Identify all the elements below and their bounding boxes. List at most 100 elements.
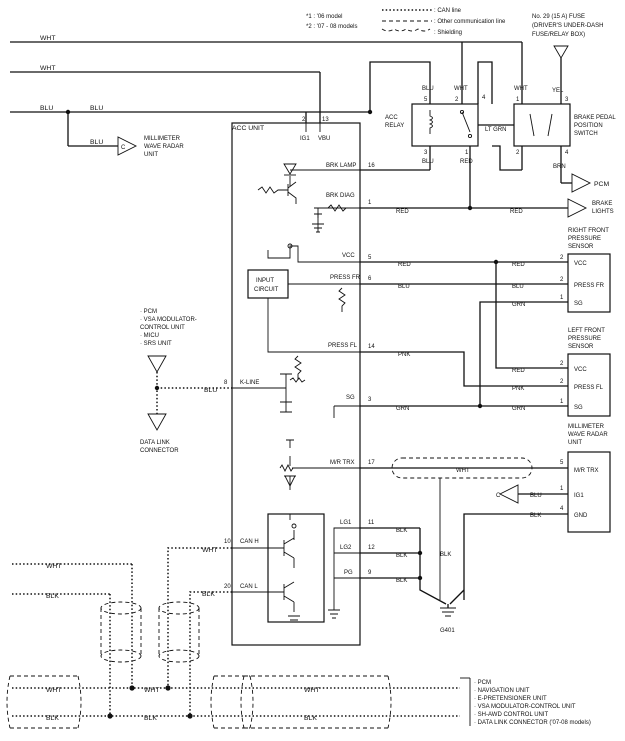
radar-title-3: UNIT	[568, 440, 582, 446]
c-mark-1: C	[121, 145, 126, 151]
brk-lamp-diode	[283, 163, 297, 175]
wire-grn-sg: GRN	[396, 406, 409, 412]
radar-pin-ig1: 1	[560, 486, 564, 492]
wire-wht-sw: WHT	[514, 86, 528, 92]
wire-wht-mrtrx: WHT	[456, 468, 470, 474]
wire-yel: YEL	[552, 88, 564, 94]
wire-wht-relay: WHT	[454, 86, 468, 92]
wire-grn-sg-r: GRN	[512, 406, 525, 412]
pin-can-l: CAN L	[240, 584, 258, 590]
pin-press-fl: PRESS FL	[328, 343, 358, 349]
pin-num-14: 14	[368, 344, 375, 350]
wire-blk-gnd: BLK	[440, 552, 451, 558]
pin-num-13: 13	[322, 117, 329, 123]
wire-red-relay: RED	[460, 159, 473, 165]
can-dev-1: · PCM	[474, 680, 491, 686]
wire-blu-1: BLU	[40, 105, 53, 112]
press-fr-resistor	[338, 287, 346, 312]
shield-h1	[6, 675, 82, 729]
acc-relay-label-2: RELAY	[385, 123, 404, 129]
acc-unit-title: ACC UNIT	[232, 125, 264, 132]
lfs-title-1: LEFT FRONT	[568, 328, 605, 334]
right-front-pressure-sensor: RIGHT FRONT PRESSURE SENSOR VCC PRESS FR…	[560, 228, 611, 313]
data-link-2: CONNECTOR	[140, 448, 179, 454]
pin-num-10: 10	[224, 539, 231, 545]
radar-unit-right: MILLIMETER WAVE RADAR UNIT M/R TRX IG1 G…	[560, 424, 611, 533]
k-line-resistor	[289, 377, 306, 383]
pcm-label: PCM	[594, 181, 609, 188]
mr-trx-shield	[391, 457, 533, 479]
ground-symbol	[440, 607, 456, 617]
ground-g401: G401	[440, 628, 455, 634]
brake-pedal-switch: BRAKE PEDAL POSITION SWITCH 1 3 2 4	[513, 97, 616, 156]
fuse-label-1: No. 29 (15 A) FUSE	[532, 14, 585, 20]
wire-blk-bus-2: BLK	[144, 715, 157, 722]
shield-h2	[210, 675, 254, 729]
wire-wht-1: WHT	[40, 35, 55, 42]
radar-title-2: WAVE RADAR	[568, 432, 608, 438]
pin-vcc: VCC	[342, 253, 355, 259]
wire-blu-kline: BLU	[204, 387, 217, 394]
pin-num-3: 3	[368, 397, 372, 403]
lfs-label-sg: SG	[574, 405, 583, 411]
lfs-label-press: PRESS FL	[574, 385, 604, 391]
data-link-arrow	[147, 413, 167, 431]
brake-lights-arrow	[567, 198, 588, 218]
kdev-2: · VSA MODULATOR-	[140, 317, 197, 323]
rfs-title-1: RIGHT FRONT	[568, 228, 609, 234]
can-h-transistor	[268, 537, 295, 568]
relay-pin-4: 4	[482, 95, 486, 101]
radar-label-mrtrx: M/R TRX	[574, 468, 599, 474]
pin-num-8: 8	[224, 380, 228, 386]
lfs-pin-press: 2	[560, 379, 564, 385]
relay-coil	[428, 110, 433, 134]
switch-pin-3: 3	[565, 97, 569, 103]
wire-wht-bus-3: WHT	[304, 687, 319, 694]
mr-trx-resistor	[279, 463, 294, 473]
wire-pnk-fl-r: PNK	[512, 386, 524, 392]
fuse-29: No. 29 (15 A) FUSE (DRIVER'S UNDER-DASH …	[532, 14, 603, 104]
pin-pg: PG	[344, 570, 353, 576]
legend-can-label: : CAN line	[434, 8, 462, 14]
wire-blk-canl: BLK	[202, 591, 215, 598]
lfs-title-2: PRESSURE	[568, 336, 601, 342]
left-front-pressure-sensor: LEFT FRONT PRESSURE SENSOR VCC PRESS FL …	[560, 328, 611, 417]
brake-switch-box	[513, 103, 571, 147]
pin-vbu: VBU	[318, 136, 330, 142]
pin-num-12: 12	[368, 545, 375, 551]
relay-contact	[461, 111, 471, 133]
kdev-4: · MICU	[140, 333, 159, 339]
pin-num-20: 20	[224, 584, 231, 590]
pin-num-11: 11	[368, 520, 375, 526]
acc-relay-box	[411, 103, 479, 147]
can-l-transistor	[268, 581, 295, 612]
rfs-label-press: PRESS FR	[574, 283, 605, 289]
shield-h3	[240, 675, 392, 729]
input-circuit-2: CIRCUIT	[254, 287, 279, 293]
pin-k-line: K-LINE	[240, 380, 259, 386]
shield-v2-bot	[158, 649, 200, 663]
can-dev-4: · VSA MODULATOR-CONTROL UNIT	[474, 704, 576, 710]
wire-pnk-fl: PNK	[398, 352, 410, 358]
wire-ltgrn: LT GRN	[485, 127, 506, 133]
rfs-title-3: SENSOR	[568, 244, 594, 250]
wire-blu-3: BLU	[90, 139, 103, 146]
rfs-pin-vcc: 2	[560, 255, 564, 261]
pin-num-9: 9	[368, 570, 372, 576]
wire-wht-bus-2: WHT	[144, 687, 159, 694]
fuse-symbol	[553, 45, 569, 59]
pin-brk-lamp: BRK LAMP	[326, 163, 356, 169]
lfs-title-3: SENSOR	[568, 344, 594, 350]
data-link-1: DATA LINK	[140, 440, 170, 446]
can-devices: · PCM · NAVIGATION UNIT · E-PRETENSIONER…	[460, 677, 591, 726]
legend-other-comm-label: : Other communication line	[434, 19, 506, 25]
relay-pin-3: 3	[424, 150, 428, 156]
pin-sg: SG	[346, 395, 355, 401]
pin-num-6: 6	[368, 276, 372, 282]
can-dev-5: · SH-AWD CONTROL UNIT	[474, 712, 549, 718]
rfs-box	[567, 253, 611, 313]
brake-lights-2: LIGHTS	[592, 209, 614, 215]
wire-red-vcc: RED	[398, 262, 411, 268]
kdev-5: · SRS UNIT	[140, 341, 172, 347]
brk-lamp-resistor	[257, 186, 288, 194]
